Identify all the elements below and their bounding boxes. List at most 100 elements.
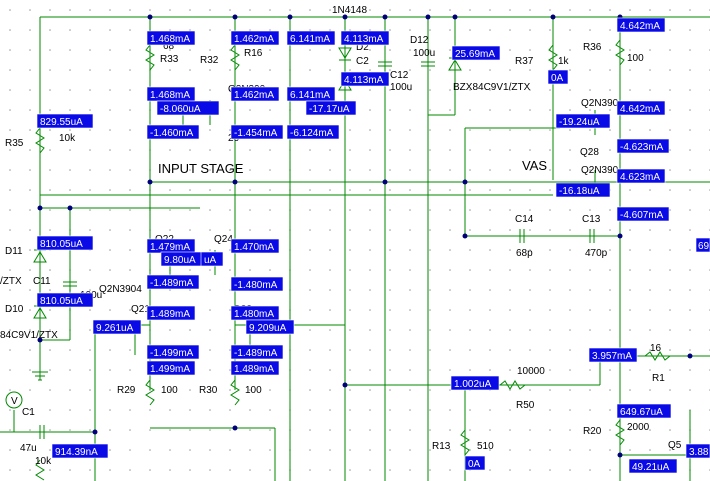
probe-q28-e[interactable]: -4.623mA [616, 138, 670, 154]
svg-text:-17.17uA: -17.17uA [309, 104, 350, 115]
svg-text:-1.454mA: -1.454mA [234, 128, 278, 139]
svg-text:1.470mA: 1.470mA [234, 242, 274, 253]
probe-mid2[interactable]: 6.141mA [286, 86, 336, 102]
label-zener-top: BZX84C9V1/ZTX [453, 82, 531, 93]
probe-r29[interactable]: 1.499mA [146, 360, 196, 376]
label-r37-val: 1k [558, 56, 570, 67]
svg-text:-4.607mA: -4.607mA [620, 210, 664, 221]
svg-text:1.468mA: 1.468mA [150, 34, 190, 45]
label-c14-val: 68p [516, 248, 533, 259]
junction-dot [687, 353, 693, 359]
label-r20: R20 [583, 426, 602, 437]
probe-q21-c[interactable]: 1.489mA [146, 305, 196, 321]
probe-r37[interactable]: 0A [547, 69, 569, 85]
label-c11: C11 [33, 276, 51, 287]
probe-r36[interactable]: 4.642mA [616, 17, 666, 33]
label-src-v: V [11, 396, 18, 407]
probe-q24-e[interactable]: -1.480mA [230, 276, 284, 292]
label-c1-val: 47u [20, 443, 37, 454]
label-r33: R33 [160, 54, 179, 65]
probe-r32-top[interactable]: 1.462mA [230, 30, 280, 46]
probe-r1[interactable]: 3.957mA [588, 347, 638, 363]
label-r33-val: 68 [163, 41, 175, 52]
svg-text:-8.060uA: -8.060uA [160, 104, 201, 115]
svg-text:6.141mA: 6.141mA [290, 90, 330, 101]
label-d11-part: /ZTX [0, 276, 22, 287]
probe-r30[interactable]: 1.489mA [230, 360, 280, 376]
probe-d10[interactable]: 810.05uA [36, 292, 94, 308]
svg-text:-19.24uA: -19.24uA [559, 117, 600, 128]
probe-q26-e3[interactable]: -6.124mA [286, 124, 340, 140]
probe-edge2[interactable]: 69 [695, 237, 710, 253]
svg-text:0A: 0A [551, 73, 564, 84]
d10-diode [33, 307, 47, 319]
svg-text:829.55uA: 829.55uA [40, 117, 83, 128]
probe-r50[interactable]: 1.002uA [450, 375, 500, 391]
probe-vas-base[interactable]: -19.24uA [555, 113, 611, 129]
probe-q22-c[interactable]: 1.479mA [146, 238, 196, 254]
svg-text:-4.623mA: -4.623mA [620, 142, 664, 153]
probe-r13[interactable]: 0A [464, 455, 486, 471]
probe-edge[interactable]: 3.88 [685, 443, 710, 459]
label-r29-val: 100 [161, 385, 178, 396]
svg-text:810.05uA: 810.05uA [40, 296, 83, 307]
svg-text:25.69mA: 25.69mA [455, 49, 495, 60]
label-r37: R37 [515, 56, 534, 67]
probe-q26-e2[interactable]: -1.454mA [230, 124, 284, 140]
probe-q23-e[interactable]: -1.489mA [230, 344, 284, 360]
probe-q22-b[interactable]: 9.80uA [160, 251, 204, 267]
probe-vas-base2[interactable]: -16.18uA [555, 182, 611, 198]
junction-dot [452, 14, 458, 20]
probe-q22-e[interactable]: -1.489mA [146, 274, 200, 290]
probe-neg-mid[interactable]: -17.17uA [305, 100, 357, 116]
svg-text:-1.480mA: -1.480mA [234, 280, 278, 291]
label-r50-val: 10000 [517, 366, 545, 377]
probe-q21-e[interactable]: -1.499mA [146, 344, 200, 360]
probe-d2b[interactable]: 4.113mA [340, 71, 390, 87]
junctions [37, 14, 693, 458]
svg-text:1.462mA: 1.462mA [234, 90, 274, 101]
svg-text:4.623mA: 4.623mA [620, 172, 660, 183]
svg-text:1.462mA: 1.462mA [234, 34, 274, 45]
svg-text:1.468mA: 1.468mA [150, 90, 190, 101]
probe-base-small[interactable]: -8.060uA [156, 100, 220, 116]
label-r36-val: 100 [627, 53, 644, 64]
probe-q22-b2[interactable]: uA [200, 251, 224, 267]
r32-resistor [230, 44, 240, 71]
svg-text:914.39nA: 914.39nA [55, 447, 98, 458]
probe-q26-e[interactable]: -1.460mA [146, 124, 200, 140]
probe-r20[interactable]: 649.67uA [616, 403, 672, 419]
svg-text:1.479mA: 1.479mA [150, 242, 190, 253]
probe-q5[interactable]: 49.21uA [628, 458, 678, 474]
probe-d11[interactable]: 810.05uA [36, 235, 94, 251]
svg-text:3.88: 3.88 [689, 447, 709, 458]
probe-q29-c[interactable]: 4.623mA [616, 168, 666, 184]
junction-dot [92, 429, 98, 435]
probe-q28-top[interactable]: 4.642mA [616, 100, 666, 116]
r1-resistor [644, 351, 671, 361]
probe-q23-c[interactable]: 1.480mA [230, 305, 280, 321]
probe-q21-b[interactable]: 9.261uA [92, 319, 142, 335]
junction-dot [232, 179, 238, 185]
probe-q-right[interactable]: 1.462mA [230, 86, 280, 102]
probe-c1[interactable]: 914.39nA [51, 443, 109, 459]
section-input-stage: INPUT STAGE [158, 161, 244, 176]
probe-zener[interactable]: 25.69mA [451, 45, 501, 61]
label-r1-val: 16 [650, 343, 662, 354]
label-q5: Q5 [668, 440, 682, 451]
probe-q29-e[interactable]: -4.607mA [616, 206, 670, 222]
label-r13: R13 [432, 441, 451, 452]
probe-q23-b[interactable]: 9.209uA [245, 319, 295, 335]
probe-r33-top[interactable]: 1.468mA [146, 30, 196, 46]
wires [0, 16, 710, 481]
label-r35: R35 [5, 138, 24, 149]
probe-d2[interactable]: 4.113mA [340, 30, 390, 46]
svg-text:-1.499mA: -1.499mA [150, 348, 194, 359]
probe-mid-top[interactable]: 6.141mA [286, 30, 336, 46]
probe-q24-c[interactable]: 1.470mA [230, 238, 280, 254]
probe-q-left[interactable]: 1.468mA [146, 86, 196, 102]
label-r13-val: 510 [477, 441, 494, 452]
svg-text:4.113mA: 4.113mA [344, 34, 384, 45]
probe-r35[interactable]: 829.55uA [36, 113, 94, 129]
